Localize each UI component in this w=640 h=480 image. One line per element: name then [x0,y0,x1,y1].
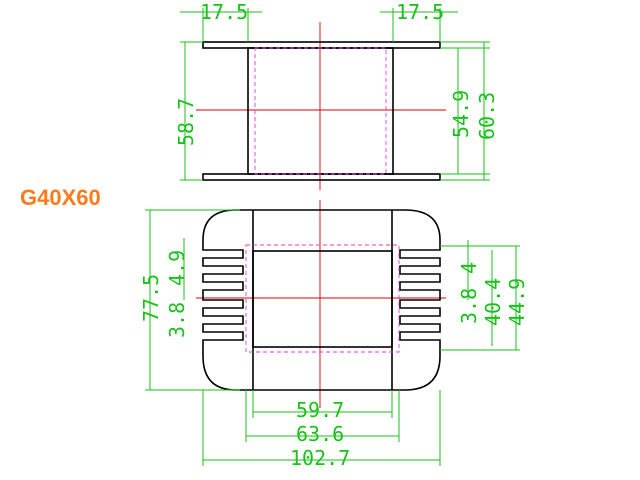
dim-plan-right-outer-height: 44.9 [505,278,529,326]
side-view-bottom-flange [202,173,441,181]
side-view-body [247,47,394,175]
plan-view-window [252,250,393,348]
side-view-top-flange [202,41,441,49]
dim-plan-left-slot-width: 3.8 [165,302,189,338]
plan-view-outer-outline [202,209,441,391]
plan-view-hidden-core [245,244,400,353]
model-title: G40X60 [20,185,101,210]
side-view: 17.5 17.5 58.7 54.9 60.3 [174,0,499,190]
dim-plan-left-height: 77.5 [139,274,163,322]
dim-overall-height-left: 58.7 [174,98,198,146]
dim-plan-overall-width: 102.7 [290,446,350,470]
side-view-hidden-core [254,47,387,175]
dim-plan-window-width: 59.7 [296,398,344,422]
dim-plan-window-outer-width: 63.6 [296,422,344,446]
dim-plan-right-slot-width: 3.8 [457,288,481,324]
dim-flange-right-width: 17.5 [396,0,444,24]
dim-plan-left-slot-pitch: 4.9 [165,250,189,286]
dim-flange-left-width: 17.5 [200,0,248,24]
dim-inner-height: 54.9 [449,90,473,138]
dim-overall-height-right: 60.3 [475,92,499,140]
dim-plan-right-slot-pitch: 4 [457,262,481,274]
dim-plan-right-inner-height: 40.4 [481,278,505,326]
plan-view: 77.5 4.9 3.8 4 3.8 40.4 44.9 59.7 63.6 1… [139,200,529,470]
